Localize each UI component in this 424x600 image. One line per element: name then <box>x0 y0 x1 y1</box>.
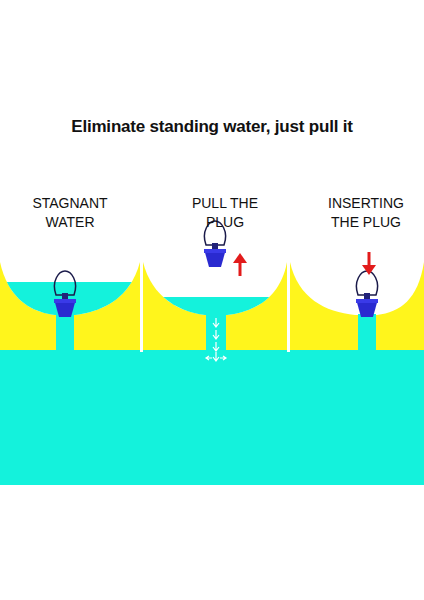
step-label: STAGNANT WATER <box>22 194 118 232</box>
step-label: PULL THE PLUG <box>189 194 261 232</box>
step-label: INSERTING THE PLUG <box>314 194 418 232</box>
diagram-title: Eliminate standing water, just pull it <box>71 117 352 137</box>
